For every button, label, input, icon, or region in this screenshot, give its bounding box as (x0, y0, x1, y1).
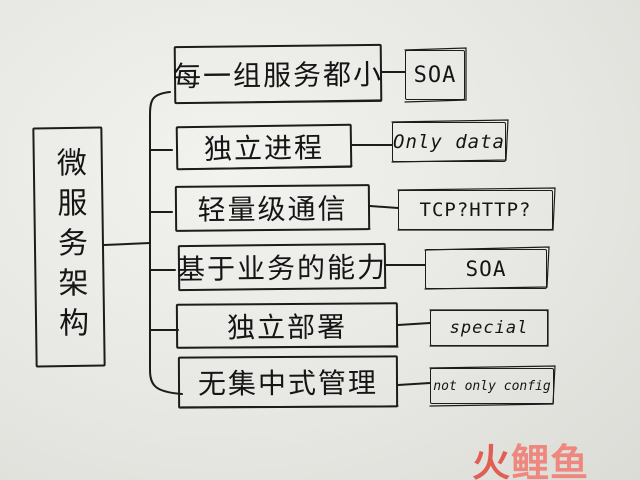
branch-label-6: 无集中式管理 (197, 366, 379, 401)
branch-node-1: 每一组服务都小 (172, 43, 384, 105)
branch-node-4: 基于业务的能力 (176, 242, 388, 292)
root-label: 微服务架构 (50, 146, 89, 348)
watermark-part-1: 火 (472, 441, 512, 480)
branch-node-3: 轻量级通信 (174, 184, 371, 232)
branch-node-2: 独立进程 (175, 123, 353, 171)
note-box-6: not only config (430, 368, 554, 404)
branch-label-5: 独立部署 (226, 310, 348, 344)
note-label-6: not only config (433, 378, 551, 394)
note-label-3: TCP?HTTP? (419, 199, 532, 221)
branch-label-3: 轻量级通信 (197, 192, 348, 227)
note-box-5: special (430, 310, 548, 346)
note-label-4: SOA (465, 257, 507, 281)
branch-label-1: 每一组服务都小 (172, 57, 384, 94)
note-box-1: SOA (405, 50, 465, 100)
branch-node-5: 独立部署 (175, 302, 399, 349)
root-connector (103, 242, 151, 246)
note-label-2: Only data (393, 131, 505, 153)
branch-node-6: 无集中式管理 (177, 355, 399, 409)
watermark-part-2: 鲤鱼 (511, 441, 590, 480)
note-connector-3 (369, 205, 399, 209)
watermark-logo: 火鲤鱼 (472, 432, 589, 480)
branch-label-2: 独立进程 (203, 131, 325, 166)
note-box-3: TCP?HTTP? (398, 190, 553, 230)
root-node: 微服务架构 (32, 126, 106, 368)
branch-label-4: 基于业务的能力 (176, 250, 388, 287)
trunk-line (149, 91, 183, 395)
note-label-5: special (449, 318, 529, 338)
note-box-2: Only data (392, 122, 506, 162)
note-connector-5 (397, 322, 431, 326)
note-connector-6 (397, 382, 431, 386)
note-box-4: SOA (425, 249, 547, 289)
note-label-1: SOA (413, 62, 457, 88)
